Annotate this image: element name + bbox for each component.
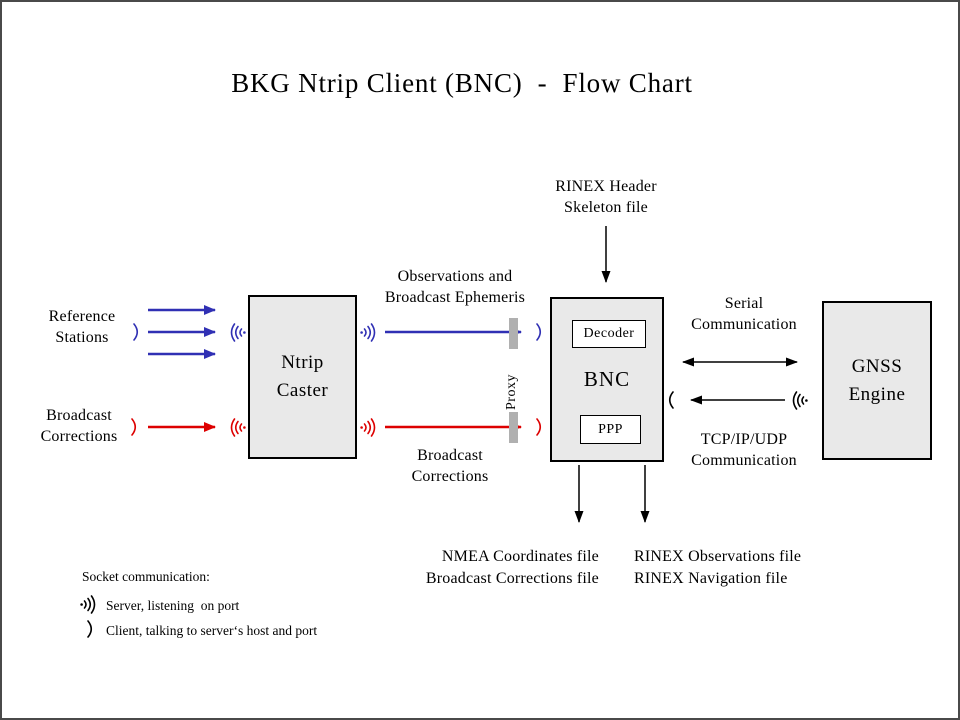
reference-stations-label: Reference Stations xyxy=(48,308,116,346)
node-ppp: PPP xyxy=(580,415,641,444)
broadcast-corrections-input-label: Broadcast Corrections xyxy=(40,407,118,445)
client-socket-icon xyxy=(132,322,140,342)
server-listen-icon xyxy=(228,417,247,438)
nmea-output-label: NMEA Coordinates file Broadcast Correcti… xyxy=(425,548,599,587)
legend-server-icon xyxy=(79,594,98,615)
server-listen-icon xyxy=(359,417,378,438)
server-listen-icon xyxy=(359,322,378,343)
observations-ephemeris-label: Observations and Broadcast Ephemeris xyxy=(384,268,526,306)
proxy-bar xyxy=(509,412,518,443)
tcp-communication-label: TCP/IP/UDP Communication xyxy=(691,431,797,469)
proxy-bar xyxy=(509,318,518,349)
client-socket-icon xyxy=(535,417,543,437)
broadcast-corrections-stream-label: Broadcast Corrections xyxy=(411,447,489,485)
server-listen-icon xyxy=(790,390,809,411)
client-socket-icon xyxy=(667,390,675,410)
legend-client-text: Client, talking to server‘s host and por… xyxy=(106,623,318,638)
rinex-header-skeleton-label: RINEX Header Skeleton file xyxy=(555,178,657,216)
legend-server-text: Server, listening on port xyxy=(106,598,240,613)
client-socket-icon xyxy=(130,417,138,437)
page-title: BKG Ntrip Client (BNC) - Flow Chart xyxy=(231,68,693,98)
node-gnss-engine: GNSS Engine xyxy=(822,301,932,460)
node-decoder: Decoder xyxy=(572,320,646,348)
server-listen-icon xyxy=(228,322,247,343)
node-bnc: Decoder BNC PPP xyxy=(550,297,664,462)
legend-title: Socket communication: xyxy=(82,569,210,584)
client-socket-icon xyxy=(535,322,543,342)
node-ntrip-caster: Ntrip Caster xyxy=(248,295,357,459)
proxy-label: Proxy xyxy=(504,374,519,410)
legend-client-icon xyxy=(86,619,94,639)
serial-communication-label: Serial Communication xyxy=(691,295,797,333)
rinex-output-label: RINEX Observations file RINEX Navigation… xyxy=(634,548,802,587)
bnc-label: BNC xyxy=(583,367,631,391)
reference-station-arrows xyxy=(148,305,216,359)
